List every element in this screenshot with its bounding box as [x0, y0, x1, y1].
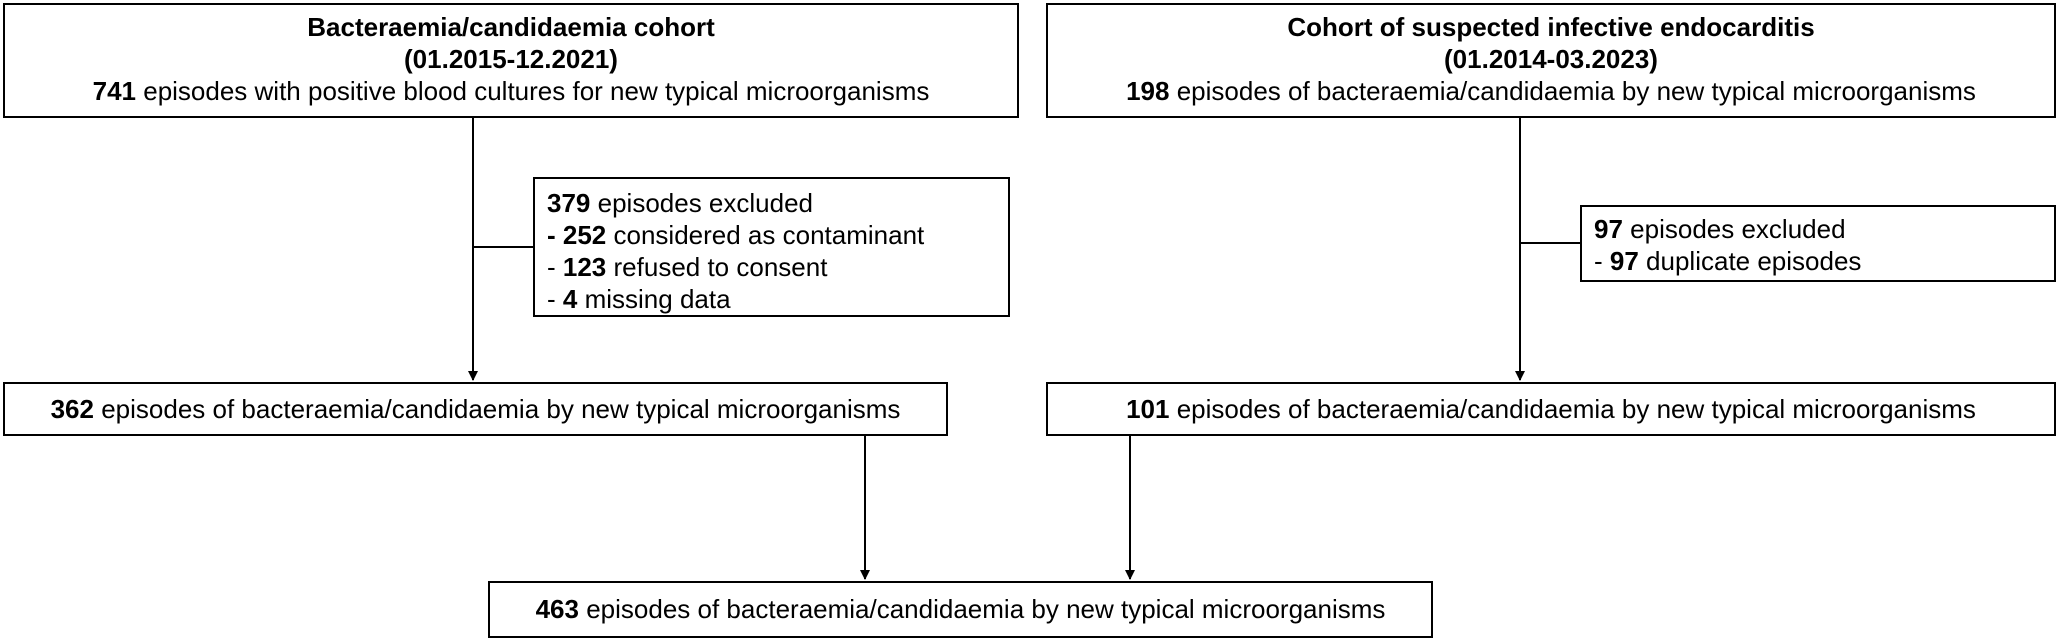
right-exclusion-item: - 97 duplicate episodes — [1594, 246, 1862, 276]
left-exclusion-item-count: 4 — [562, 284, 578, 314]
right-result-description: episodes of bacteraemia/candidaemia by n… — [1176, 394, 1976, 424]
left-cohort-count: 741 — [92, 76, 136, 106]
left-exclusion-item-label: refused to consent — [613, 252, 828, 282]
left-result-box: 362 episodes of bacteraemia/candidaemia … — [3, 382, 948, 436]
left-result-count: 362 — [50, 394, 94, 424]
left-cohort-period: (01.2015-12.2021) — [404, 44, 618, 74]
left-exclusion-item: - 123 refused to consent — [547, 252, 828, 282]
right-result-box: 101 episodes of bacteraemia/candidaemia … — [1046, 382, 2056, 436]
final-description: episodes of bacteraemia/candidaemia by n… — [586, 594, 1386, 624]
left-exclusion-item: - 4 missing data — [547, 284, 731, 314]
right-exclusion-item-label: duplicate episodes — [1646, 246, 1862, 276]
left-exclusion-item-count: 123 — [562, 252, 607, 282]
right-result-count: 101 — [1126, 394, 1170, 424]
left-exclusion-item-label: considered as contaminant — [613, 220, 925, 250]
left-cohort-description: episodes with positive blood cultures fo… — [143, 76, 930, 106]
right-cohort-period: (01.2014-03.2023) — [1444, 44, 1658, 74]
right-cohort-box: Cohort of suspected infective endocardit… — [1046, 3, 2056, 118]
left-exclusion-item-label: missing data — [584, 284, 731, 314]
right-cohort-count: 198 — [1126, 76, 1170, 106]
final-count: 463 — [535, 594, 579, 624]
left-exclusion-box: 379 episodes excluded - 252 considered a… — [533, 177, 1010, 317]
right-exclusion-box: 97 episodes excluded - 97 duplicate epis… — [1580, 205, 2056, 282]
right-exclusion-label: episodes excluded — [1630, 214, 1846, 244]
final-result-box: 463 episodes of bacteraemia/candidaemia … — [488, 581, 1433, 638]
right-cohort-title: Cohort of suspected infective endocardit… — [1287, 12, 1815, 42]
right-exclusion-count: 97 — [1594, 214, 1623, 244]
right-cohort-description: episodes of bacteraemia/candidaemia by n… — [1176, 76, 1976, 106]
left-result-description: episodes of bacteraemia/candidaemia by n… — [101, 394, 901, 424]
left-exclusion-item: - 252 considered as contaminant — [547, 220, 925, 250]
right-exclusion-item-count: 97 — [1609, 246, 1639, 276]
left-exclusion-label: episodes excluded — [597, 188, 814, 218]
left-cohort-box: Bacteraemia/candidaemia cohort (01.2015-… — [3, 3, 1019, 118]
left-cohort-title: Bacteraemia/candidaemia cohort — [307, 12, 715, 42]
left-exclusion-item-count: 252 — [562, 220, 607, 250]
left-exclusion-count: 379 — [547, 188, 591, 218]
